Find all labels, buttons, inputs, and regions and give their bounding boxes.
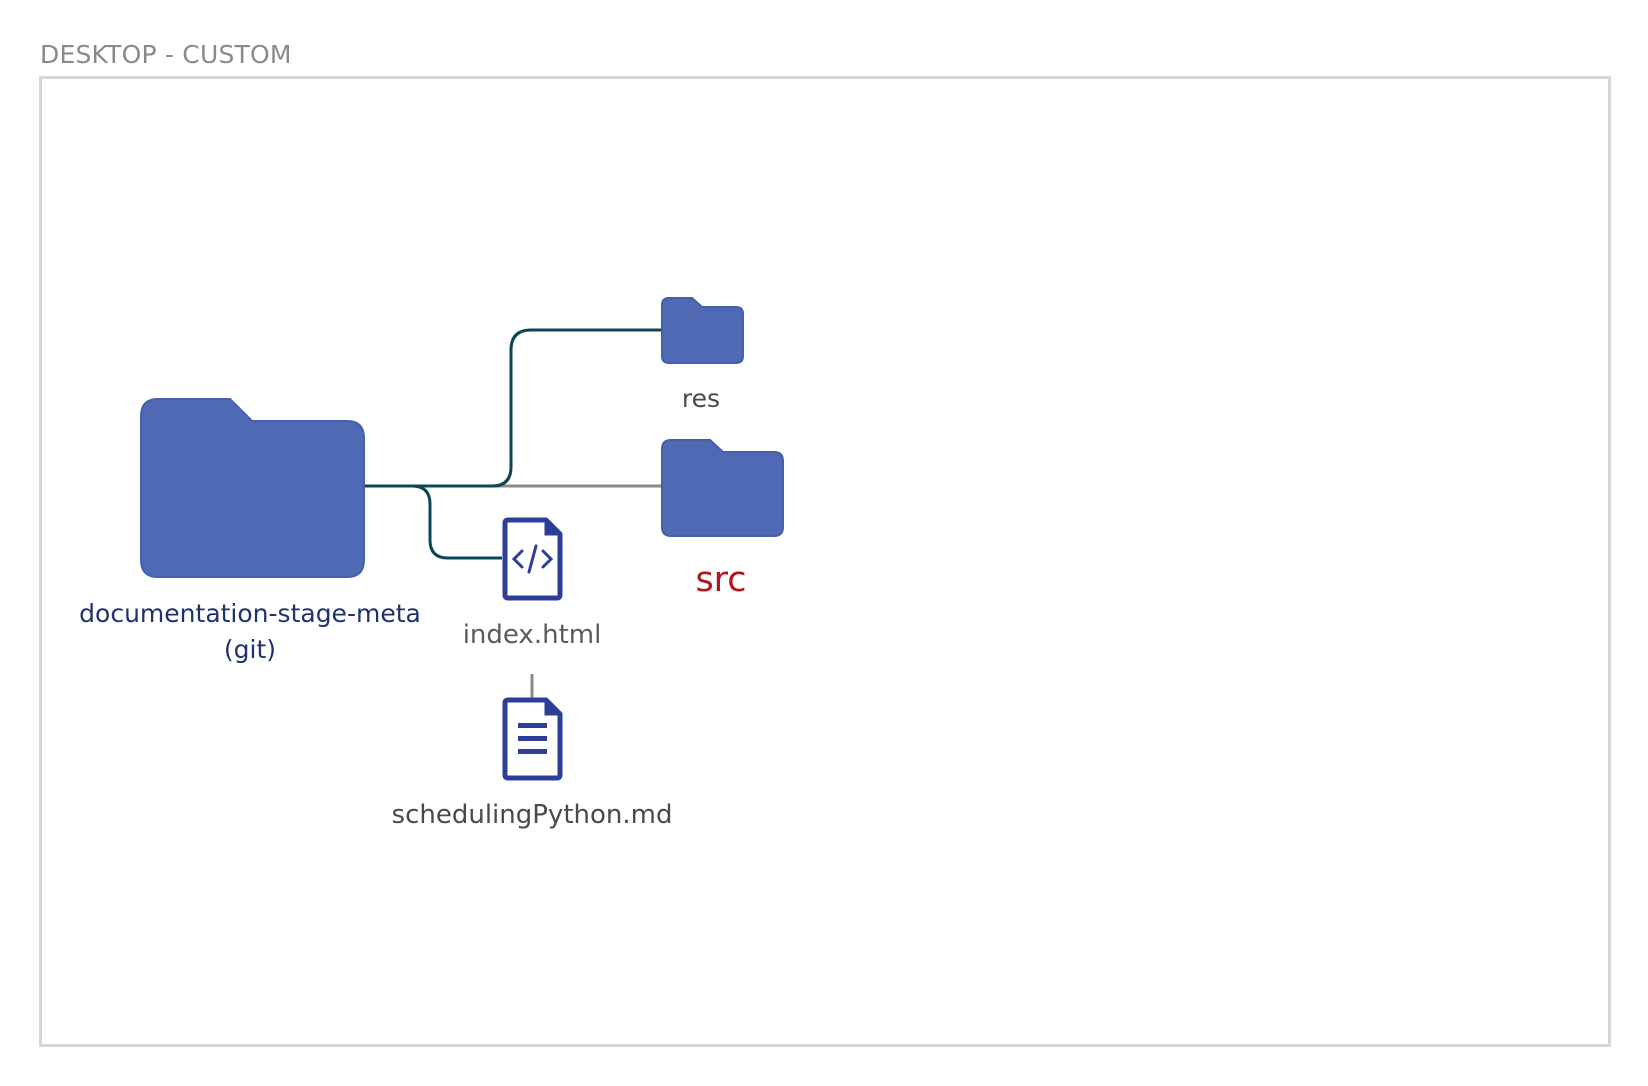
index-file-label: index.html	[462, 620, 602, 650]
connector-root-to-index	[362, 484, 502, 560]
desktop-frame	[39, 76, 1611, 1047]
root-folder-icon[interactable]	[140, 398, 365, 578]
frame-title: DESKTOP - CUSTOM	[40, 40, 292, 69]
res-folder-label: res	[681, 384, 721, 413]
md-file-label: schedulingPython.md	[391, 800, 673, 830]
res-folder-icon[interactable]	[661, 297, 744, 364]
src-folder-label: src	[695, 560, 747, 600]
root-folder-label: documentation-stage-meta (git)	[79, 596, 421, 668]
root-folder-name: documentation-stage-meta	[79, 599, 421, 628]
root-folder-vcs: (git)	[223, 635, 277, 664]
text-file-icon[interactable]	[502, 697, 563, 781]
code-file-icon[interactable]	[502, 517, 563, 601]
connector-root-to-res	[362, 328, 663, 488]
src-folder-icon[interactable]	[661, 439, 784, 537]
